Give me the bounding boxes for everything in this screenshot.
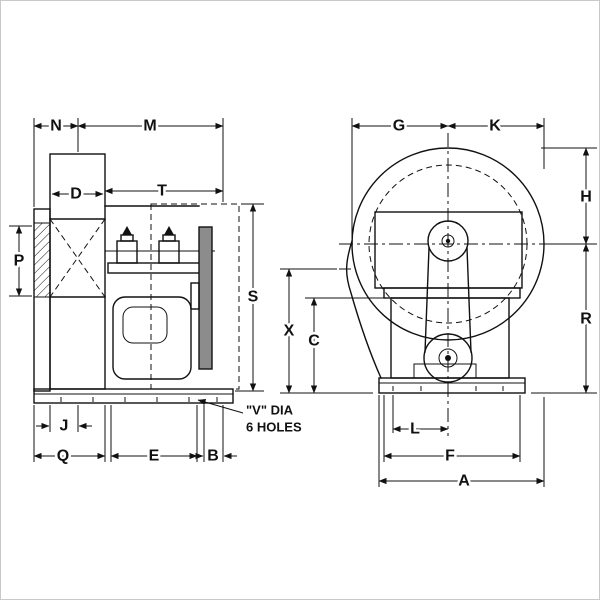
motor <box>112 296 192 380</box>
holes-note: "V" DIA 6 HOLES <box>197 399 304 437</box>
drive-sheave <box>198 226 213 370</box>
note-line-1: "V" DIA <box>246 403 294 418</box>
dim-label-L: L <box>410 421 420 438</box>
scroll-cutoff <box>345 240 382 379</box>
dim-label-P: P <box>14 253 25 270</box>
note-line-2: 6 HOLES <box>246 420 302 435</box>
front-view-structure <box>339 133 553 436</box>
grease-fitting-icon <box>122 226 132 235</box>
duct-brace <box>49 218 106 298</box>
inlet-flange-hatch <box>33 222 51 298</box>
dim-label-H: H <box>580 189 592 206</box>
base-bolt-holes <box>60 397 218 402</box>
bearing-plate <box>107 262 201 274</box>
dim-label-A: A <box>458 473 470 490</box>
note-leader-line <box>197 399 244 414</box>
inlet-flange <box>33 208 51 392</box>
dim-label-S: S <box>248 289 259 306</box>
side-view-dimensions: N M D T P S J Q E B <box>9 115 264 467</box>
bearing-block <box>116 240 138 264</box>
bearing-cap <box>162 234 176 242</box>
bearing-block <box>158 240 180 264</box>
dim-label-K: K <box>489 118 501 135</box>
pedestal <box>390 297 510 379</box>
dim-label-D: D <box>70 186 82 203</box>
dim-label-G: G <box>393 118 405 135</box>
dim-label-J: J <box>60 418 69 435</box>
dim-label-M: M <box>143 118 156 135</box>
side-view: N M D T P S J Q E B "V" DIA 6 HOLES <box>9 115 304 467</box>
motor-detail <box>122 306 168 344</box>
dim-label-B: B <box>207 448 219 465</box>
dim-label-E: E <box>149 448 160 465</box>
dim-label-N: N <box>50 118 62 135</box>
dim-label-C: C <box>308 333 320 350</box>
dim-label-R: R <box>580 311 592 328</box>
front-view-dimensions: G K H R X C L F A <box>280 115 597 492</box>
grease-fitting-icon <box>164 226 174 235</box>
dim-label-X: X <box>284 323 295 340</box>
dim-label-F: F <box>445 448 455 465</box>
side-view-structure <box>33 153 240 404</box>
dim-label-T: T <box>157 183 167 200</box>
belt <box>466 247 472 353</box>
sheave-hub <box>190 282 200 310</box>
motor-mount <box>413 363 477 379</box>
bearing-cap <box>120 234 134 242</box>
support-shelf <box>383 287 521 299</box>
base-bolt-holes <box>392 386 504 391</box>
dim-label-Q: Q <box>57 448 69 465</box>
duct-brace <box>49 218 106 298</box>
belt <box>424 247 430 353</box>
front-view: G K H R X C L F A <box>280 115 597 492</box>
base-rail <box>33 388 234 404</box>
